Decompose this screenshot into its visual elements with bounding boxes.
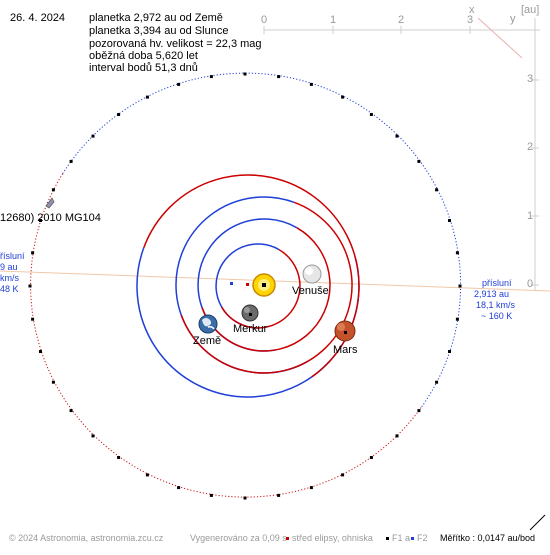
asteroid-position-dot bbox=[341, 95, 345, 99]
perihelion-temp: ~ 160 K bbox=[481, 311, 513, 321]
asteroid-position-dot bbox=[277, 493, 281, 497]
asteroid-position-dot bbox=[117, 456, 121, 459]
asteroid-position-dot bbox=[395, 434, 399, 438]
perihelion-distance: 2,913 au bbox=[474, 289, 510, 299]
asteroid-position-dot bbox=[145, 473, 149, 477]
asteroid-position-dot bbox=[69, 409, 73, 413]
asteroid-position-dot bbox=[209, 75, 213, 79]
asteroid-position-dot bbox=[455, 317, 459, 321]
scale-text: Měřítko : 0,0147 au/bod bbox=[440, 533, 536, 543]
asteroid-position-dot bbox=[51, 188, 55, 192]
y-tick-label-0: 0 bbox=[527, 278, 534, 290]
axis-unit-label: [au] bbox=[521, 4, 540, 16]
info-line-period: oběžná doba 5,620 let bbox=[89, 50, 198, 62]
venus-label: Venuše bbox=[292, 285, 329, 297]
asteroid-position-dot bbox=[28, 284, 32, 288]
asteroid-position-dot bbox=[39, 350, 42, 353]
x-axis-label: x bbox=[469, 4, 475, 16]
earth-icon bbox=[198, 314, 218, 334]
asteroid-position-dot bbox=[458, 284, 462, 288]
generated-time-text: Vygenerováno za 0,09 s bbox=[190, 533, 287, 543]
x-tick-label-1: 1 bbox=[330, 14, 337, 26]
asteroid-position-dot bbox=[448, 350, 451, 353]
legend-center-marker bbox=[286, 537, 289, 540]
asteroid-position-dot bbox=[145, 95, 149, 99]
asteroid-position-dot bbox=[91, 434, 95, 438]
asteroid-position-dots bbox=[28, 72, 462, 500]
sun-icon bbox=[252, 273, 276, 297]
asteroid-position-dot bbox=[455, 251, 459, 255]
legend-f1-text: F1 a bbox=[392, 533, 411, 543]
x-tick-label-3: 3 bbox=[467, 14, 474, 26]
perihelion-title: přísluní bbox=[482, 278, 512, 288]
focus-f2-marker bbox=[230, 282, 233, 285]
ellipse-center-marker bbox=[246, 283, 249, 286]
aphelion-speed: km/s bbox=[0, 273, 19, 283]
aphelion-temp: 48 K bbox=[0, 284, 19, 294]
legend-f1-marker bbox=[386, 537, 389, 540]
direction-ray-2 bbox=[529, 514, 546, 531]
x-axis-ticks bbox=[263, 26, 471, 34]
asteroid-position-dot bbox=[91, 134, 95, 138]
asteroid-position-dot bbox=[177, 486, 181, 490]
asteroid-orbit-blue bbox=[62, 72, 462, 408]
asteroid-position-dot bbox=[117, 113, 121, 116]
x-tick-label-2: 2 bbox=[398, 14, 405, 26]
info-line-interval: interval bodů 51,3 dnů bbox=[89, 62, 198, 74]
x-tick-label-0: 0 bbox=[261, 14, 268, 26]
info-line-magnitude: pozorovaná hv. velikost = 22,3 mag bbox=[89, 38, 262, 50]
asteroid-position-dot bbox=[369, 456, 373, 459]
asteroid-position-dot bbox=[417, 409, 421, 413]
y-tick-label-1: 1 bbox=[527, 210, 534, 222]
aphelion-distance: 9 au bbox=[0, 262, 18, 272]
date-label: 26. 4. 2024 bbox=[10, 12, 66, 24]
mercury-orbit-red bbox=[220, 248, 301, 329]
copyright-text: © 2024 Astronomia, astronomia.zcu.cz bbox=[9, 533, 164, 543]
asteroid-position-dot bbox=[31, 317, 35, 321]
perihelion-speed: 18,1 km/s bbox=[476, 300, 516, 310]
aphelion-title: řísluní bbox=[0, 251, 25, 261]
asteroid-name-label: 12680) 2010 MG104 bbox=[0, 212, 101, 224]
asteroid-position-dot bbox=[435, 380, 439, 384]
asteroid-position-dot bbox=[417, 159, 421, 163]
asteroid-position-dot bbox=[395, 134, 399, 138]
asteroid-position-dot bbox=[177, 82, 181, 86]
venus-icon bbox=[302, 264, 322, 284]
asteroid-position-dot bbox=[277, 75, 281, 79]
asteroid-position-dot bbox=[309, 486, 313, 490]
info-line-distance-sun: planetka 3,394 au od Slunce bbox=[89, 25, 229, 37]
asteroid-orbit-red bbox=[30, 173, 422, 498]
asteroid-position-dot bbox=[309, 82, 313, 86]
asteroid-position-dot bbox=[69, 159, 73, 163]
legend-center-text: střed elipsy, ohniska bbox=[292, 533, 373, 543]
asteroid-position-dot bbox=[369, 113, 373, 116]
asteroid-position-dot bbox=[448, 219, 451, 222]
direction-ray bbox=[477, 17, 523, 59]
earth-label: Země bbox=[193, 335, 222, 347]
venus-orbit-red bbox=[201, 227, 331, 352]
asteroid-position-dot bbox=[243, 72, 247, 76]
info-line-distance-earth: planetka 2,972 au od Země bbox=[89, 12, 223, 24]
mars-label: Mars bbox=[333, 344, 358, 356]
asteroid-marker-icon bbox=[45, 197, 55, 209]
asteroid-position-dot bbox=[243, 496, 247, 500]
legend-f2-text: F2 bbox=[417, 533, 428, 543]
asteroid-position-dot bbox=[435, 188, 439, 192]
y-axis-label: y bbox=[510, 13, 516, 25]
asteroid-position-dot bbox=[31, 251, 35, 255]
legend-f2-marker bbox=[411, 537, 414, 540]
y-tick-label-3: 3 bbox=[527, 73, 534, 85]
y-axis-ticks bbox=[531, 79, 539, 286]
mars-icon bbox=[334, 320, 356, 342]
mercury-icon bbox=[241, 304, 259, 322]
earth-orbit-red bbox=[180, 201, 353, 374]
mercury-label: Merkur bbox=[233, 323, 268, 335]
asteroid-position-dot bbox=[39, 219, 42, 222]
asteroid-position-dot bbox=[209, 493, 213, 497]
y-tick-label-2: 2 bbox=[527, 141, 534, 153]
asteroid-position-dot bbox=[51, 380, 55, 384]
asteroid-position-dot bbox=[341, 473, 345, 477]
